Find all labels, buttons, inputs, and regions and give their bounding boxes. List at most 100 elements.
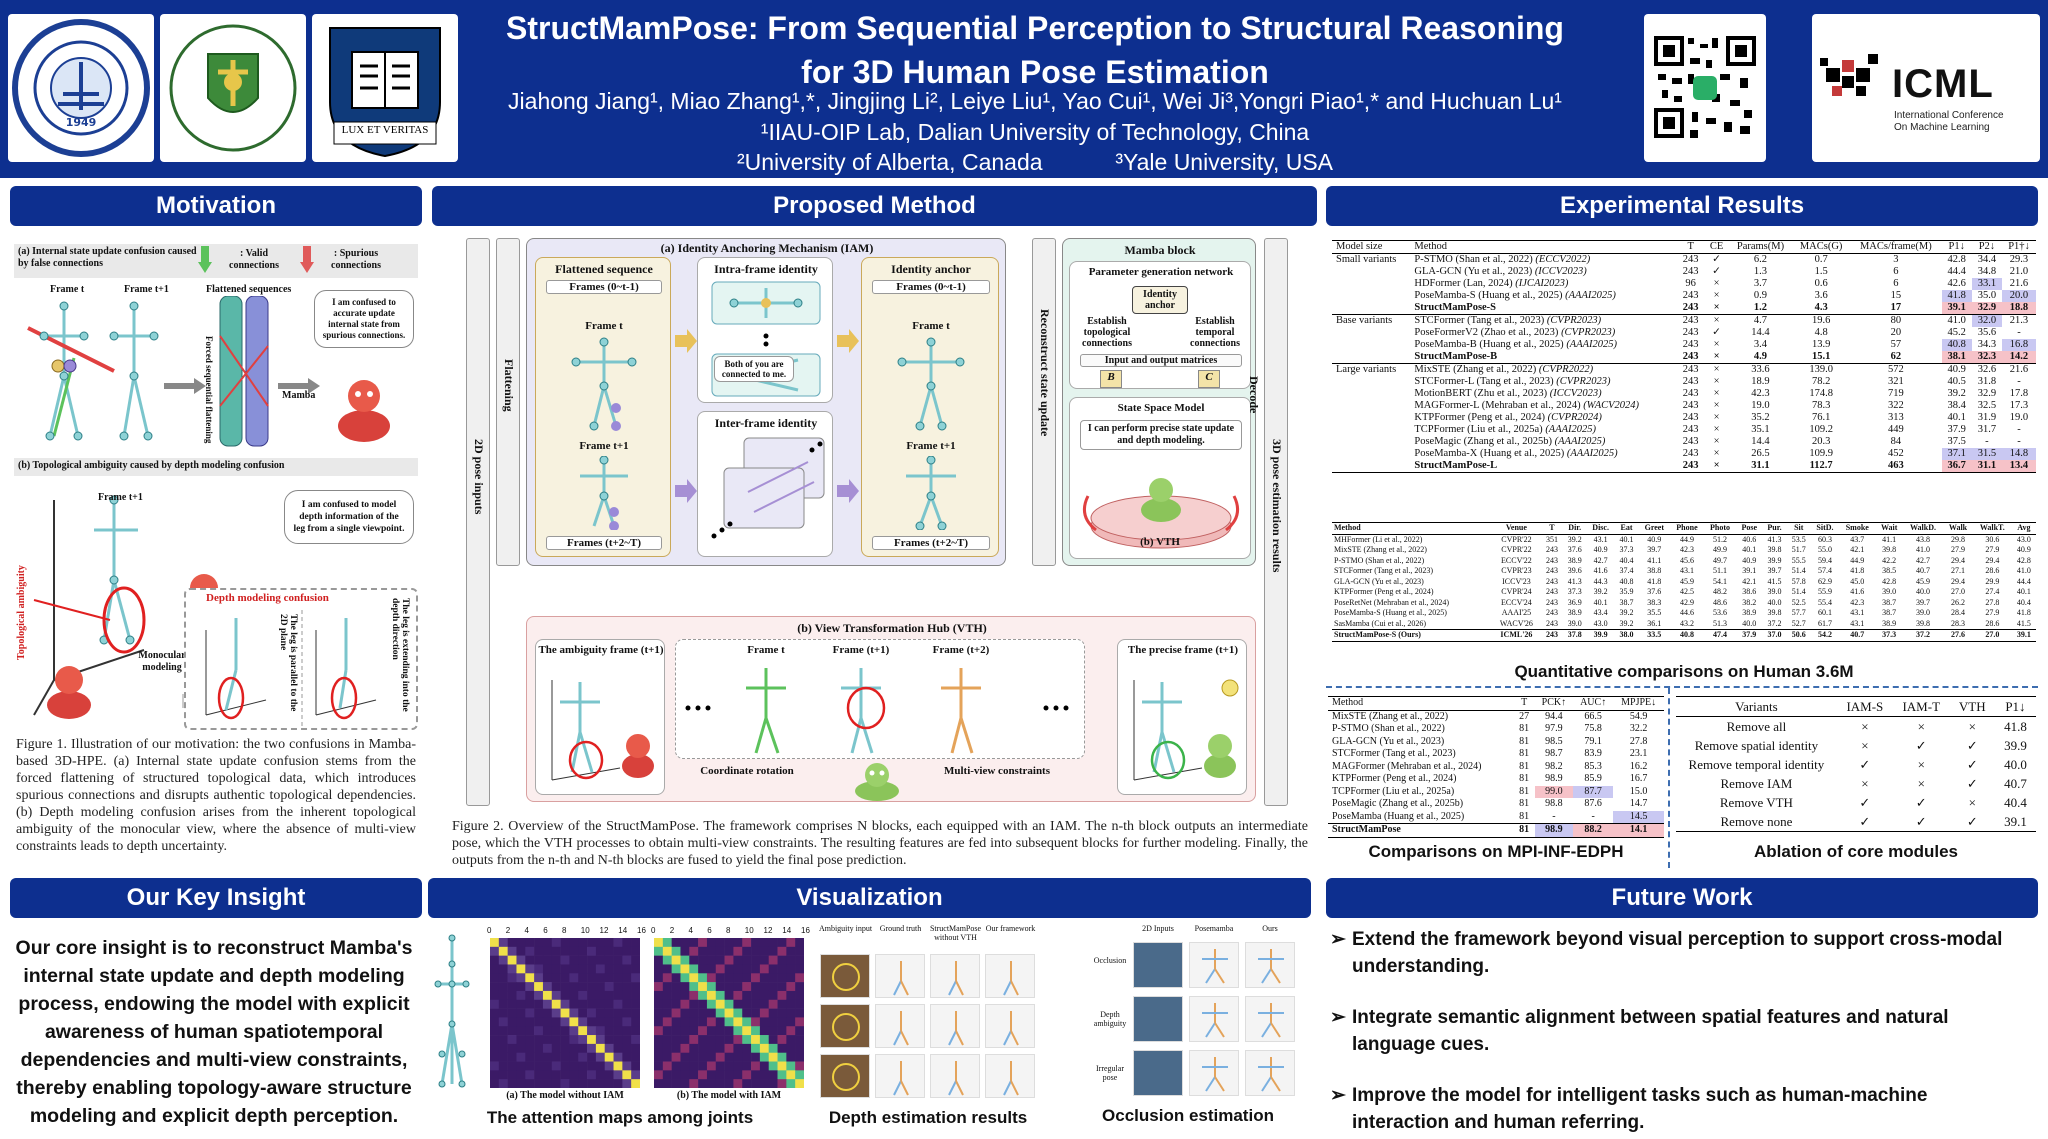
occlusion-column-header: Ours bbox=[1262, 924, 1278, 933]
t2-cell: 38.7 bbox=[1619, 597, 1634, 607]
attention-cell bbox=[542, 999, 553, 1009]
t1-venue: (CVPR2023) bbox=[1556, 376, 1611, 387]
attention-cell bbox=[742, 946, 752, 956]
attention-cell bbox=[534, 1070, 544, 1080]
attention-cell bbox=[551, 938, 561, 948]
attention-cell bbox=[759, 1008, 770, 1018]
t4-cell: 40.7 bbox=[2004, 776, 2027, 791]
attention-cell bbox=[578, 1079, 588, 1088]
attention-cell bbox=[578, 973, 588, 983]
attention-cell bbox=[733, 999, 743, 1009]
t1-cell: 3.4 bbox=[1753, 339, 1768, 350]
attention-cell bbox=[724, 964, 734, 974]
attention-cell bbox=[560, 964, 570, 974]
attention-cell bbox=[777, 1052, 787, 1062]
attention-cell bbox=[507, 946, 517, 956]
attention-cell bbox=[715, 1008, 725, 1018]
t2-cell: 47.4 bbox=[1703, 629, 1737, 641]
attention-cell bbox=[733, 990, 743, 1001]
qr-code[interactable] bbox=[1644, 14, 1766, 162]
t3-cell: 98.9 bbox=[1534, 823, 1574, 837]
t2-cell: 243 bbox=[1545, 576, 1558, 586]
t2-header-cell: Dir. bbox=[1562, 522, 1587, 535]
attention-cell bbox=[795, 964, 804, 974]
t1-row: STCFormer-L (Tang et al., 2023) (CVPR202… bbox=[1332, 376, 2036, 388]
t1-cell: 37.9 bbox=[1947, 424, 1966, 435]
t2-header-cell: Walk bbox=[1943, 522, 1973, 535]
t4-cell: Remove spatial identity bbox=[1694, 738, 1819, 753]
t1-cell: StructMamPose-B bbox=[1414, 351, 1498, 362]
attention-cell bbox=[662, 1043, 672, 1054]
attention-cell bbox=[507, 999, 517, 1009]
attention-cell bbox=[587, 955, 597, 965]
t2-cell: 43.2 bbox=[1679, 618, 1694, 628]
attention-cell bbox=[698, 990, 708, 1001]
t1-cell: 20.0 bbox=[2001, 290, 2036, 302]
attention-cell bbox=[680, 1052, 690, 1062]
attention-cell bbox=[698, 1017, 708, 1027]
t1-cell: 243 bbox=[1682, 424, 1699, 435]
attention-cell bbox=[525, 990, 535, 1001]
attention-cell bbox=[724, 973, 734, 983]
attention-cell bbox=[724, 1008, 734, 1018]
attention-cell bbox=[689, 982, 699, 992]
t1-cell: 322 bbox=[1887, 400, 1904, 411]
occlusion-cells bbox=[1130, 942, 1300, 1102]
depth-pose-plot bbox=[985, 1004, 1035, 1048]
t1-cell: 32.3 bbox=[1971, 351, 2002, 364]
attention-cell bbox=[671, 982, 681, 992]
attention-cell bbox=[569, 973, 579, 983]
inter-frame-graphs bbox=[711, 437, 825, 539]
attention-cell bbox=[490, 990, 500, 1001]
t1-venue: (ECCV2022) bbox=[1535, 254, 1591, 265]
t1-row: PoseMamba-S (Huang et al., 2025) (AAAI20… bbox=[1332, 290, 2036, 302]
attention-cell bbox=[595, 1017, 606, 1027]
attention-cell bbox=[490, 973, 500, 983]
estimation-strip: 3D pose estimation results bbox=[1264, 238, 1288, 806]
attention-cell bbox=[516, 1026, 526, 1036]
attention-cell bbox=[742, 1035, 752, 1045]
t2-cell: 57.4 bbox=[1817, 566, 1832, 575]
attention-cell bbox=[551, 990, 561, 1001]
t1-cell: PoseMamba-S (Huang et al., 2025) (AAAI20… bbox=[1414, 290, 1616, 301]
t1-cell bbox=[1332, 448, 1410, 460]
attention-cell bbox=[786, 1008, 796, 1018]
t4-row: Remove IAM××✓40.7 bbox=[1676, 774, 2036, 793]
t1-cell: STCFormer-L (Tang et al., 2023) (CVPR202… bbox=[1414, 376, 1611, 387]
attention-cell bbox=[759, 1035, 770, 1045]
lux-et-veritas-banner: LUX ET VERITAS bbox=[341, 124, 429, 136]
attention-cell bbox=[498, 999, 508, 1009]
occlusion-pose-plot bbox=[1189, 942, 1239, 988]
attention-cell bbox=[654, 982, 664, 992]
t2-cell: 37.3 bbox=[1567, 587, 1582, 596]
t1-cell: 45.2 bbox=[1947, 327, 1966, 338]
attention-cell bbox=[662, 1017, 672, 1027]
attention-cell bbox=[578, 1043, 588, 1054]
attention-cell bbox=[587, 1035, 597, 1045]
attention-cell bbox=[689, 938, 699, 948]
attention-cell bbox=[542, 938, 553, 948]
attention-cell bbox=[768, 946, 778, 956]
attention-cell bbox=[751, 1035, 761, 1045]
t2-cell: 40.8 bbox=[1619, 576, 1634, 586]
t2-cell: 43.1 bbox=[1850, 608, 1865, 617]
attention-cell bbox=[631, 1061, 640, 1071]
t4-cell: ✓ bbox=[1966, 757, 1978, 772]
attention-cell bbox=[759, 982, 770, 992]
t1-cell: × bbox=[1713, 339, 1720, 350]
t2-cell: GLA-GCN (Yu et al., 2023) bbox=[1334, 576, 1424, 586]
intra-frame-identity-title: Intra-frame identity bbox=[714, 262, 818, 276]
t4-row: Remove temporal identity✓×✓40.0 bbox=[1676, 755, 2036, 774]
attention-cell bbox=[786, 990, 796, 1001]
t1-venue: (CVPR2022) bbox=[1538, 364, 1594, 375]
occlusion-photo bbox=[1133, 942, 1183, 988]
t2-header-cell: WalkD. bbox=[1902, 522, 1944, 535]
depth-pose-plot bbox=[930, 954, 980, 998]
attention-cell bbox=[498, 1052, 508, 1062]
attention-cell bbox=[715, 1026, 725, 1036]
inter-frame-identity-box: Inter-frame identity bbox=[697, 411, 833, 557]
attention-cell bbox=[604, 982, 614, 992]
attention-cell bbox=[654, 990, 664, 1001]
